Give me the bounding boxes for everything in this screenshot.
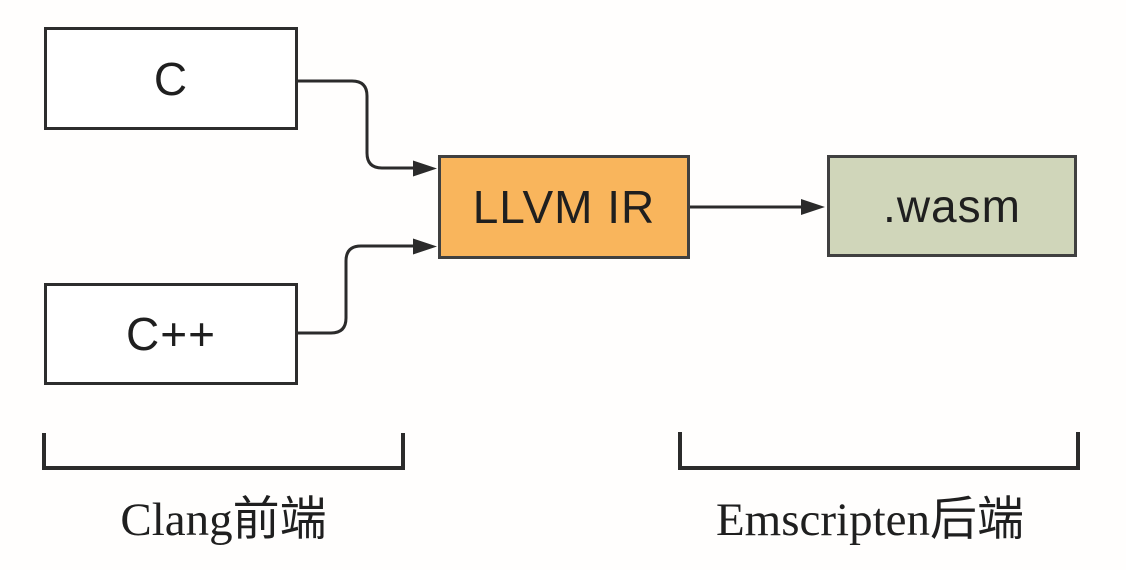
bracket-clang-frontend [42, 433, 405, 470]
arrowhead-llvm-ir-to-wasm-icon [801, 199, 825, 215]
arrow-cpp-to-llvm-ir [298, 244, 414, 335]
node-cpp-label: C++ [126, 308, 216, 360]
caption-clang-frontend: Clang前端 [120, 494, 327, 546]
node-cpp: C++ [44, 283, 298, 385]
node-c: C [44, 27, 298, 130]
bracket-emscripten-backend [678, 432, 1080, 470]
node-wasm-label: .wasm [883, 180, 1021, 232]
caption-emscripten-backend: Emscripten后端 [715, 494, 1025, 546]
node-llvm-ir: LLVM IR [438, 155, 690, 259]
node-llvm-ir-label: LLVM IR [472, 181, 656, 233]
arrow-c-to-llvm-ir [298, 79, 414, 170]
node-wasm: .wasm [827, 155, 1077, 257]
arrowhead-c-to-llvm-ir-icon [413, 160, 437, 177]
node-c-label: C [153, 52, 189, 105]
arrowhead-cpp-to-llvm-ir-icon [413, 238, 437, 255]
